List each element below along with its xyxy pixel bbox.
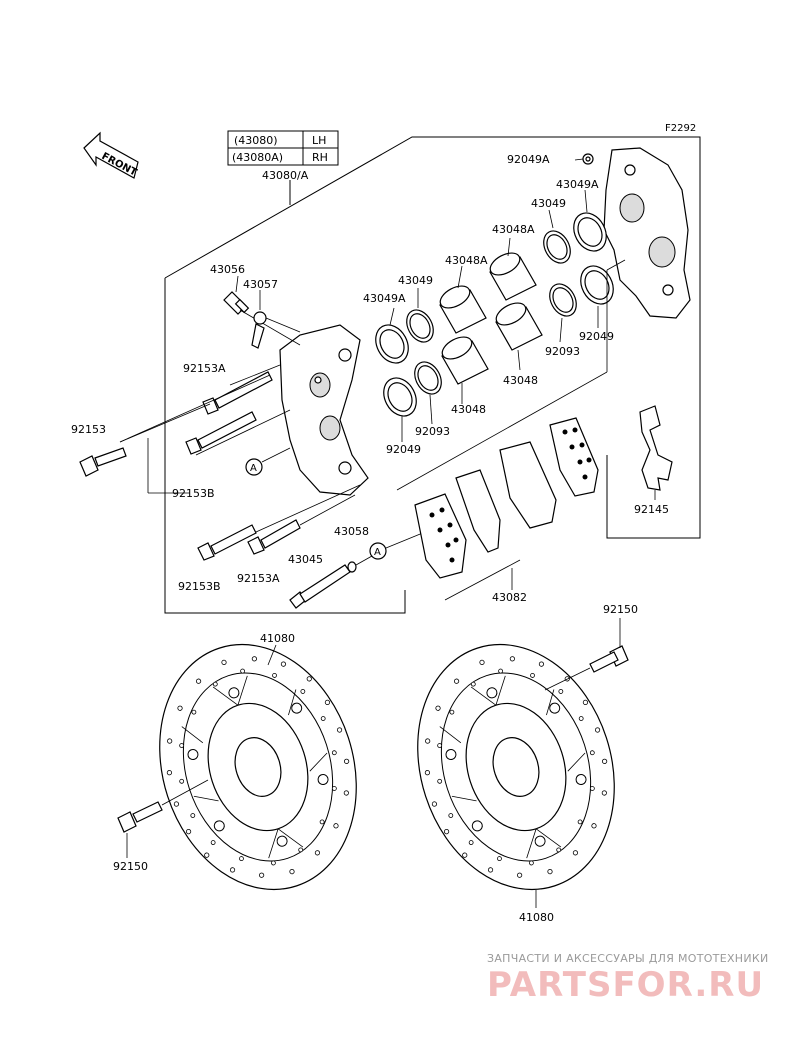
callout-92150-left: 92150 (113, 860, 148, 873)
callout-92049-left: 92049 (386, 443, 421, 456)
watermark-brand-logo: PARTSFOR.RU (487, 965, 765, 1005)
table-part-lh: (43080) (234, 134, 278, 147)
pistons-right-group (489, 252, 543, 351)
bolt-92153a-bot (247, 519, 301, 555)
seal-92049a (582, 153, 594, 165)
brake-disc-right (417, 643, 615, 891)
figure-code: F2292 (665, 123, 696, 134)
watermark-tagline: ЗАПЧАСТИ И АКСЕССУАРЫ ДЛЯ МОТОТЕХНИКИ (487, 952, 769, 965)
callout-92153a-top: 92153A (183, 362, 226, 375)
part-side-table: (43080) LH (43080A) RH (227, 130, 339, 166)
pad-spring (639, 405, 673, 500)
callout-41080-right: 41080 (519, 911, 554, 924)
callout-43082: 43082 (492, 591, 527, 604)
pin-clip (347, 555, 373, 573)
callout-92153: 92153 (71, 423, 106, 436)
seals-left-group (375, 309, 442, 417)
callout-92049a: 92049A (507, 153, 550, 166)
bleed-screw (223, 291, 301, 346)
bolt-92153a-top (202, 371, 273, 415)
brake-pad-set (414, 417, 599, 601)
bolt-92153b-bot (197, 524, 257, 561)
pad-pin (289, 564, 351, 609)
table-part-rh: (43080A) (232, 151, 283, 164)
caliper-body-right (603, 147, 691, 319)
caliper-body-left (279, 324, 369, 496)
callout-92153b-bot: 92153B (178, 580, 221, 593)
callout-43048a-left: 43048A (445, 254, 488, 267)
callout-43045: 43045 (288, 553, 323, 566)
callout-92093-left: 92093 (415, 425, 450, 438)
callout-43058: 43058 (334, 525, 369, 538)
callout-92049-right: 92049 (579, 330, 614, 343)
bolt-92153b-mid (185, 411, 257, 455)
brake-disc-left (159, 643, 357, 891)
callout-43049-left: 43049 (398, 274, 433, 287)
callout-92153b-mid: 92153B (172, 487, 215, 500)
pistons-left-group (439, 285, 489, 385)
callout-92093-right: 92093 (545, 345, 580, 358)
callout-43049a-left: 43049A (363, 292, 406, 305)
front-direction-arrow: FRONT (83, 131, 139, 179)
callout-92145: 92145 (634, 503, 669, 516)
callout-43048a-right: 43048A (492, 223, 535, 236)
reference-a1-label: A (250, 463, 257, 474)
callout-43049-right: 43049 (531, 197, 566, 210)
callout-92153a-bot: 92153A (237, 572, 280, 585)
callout-43049a-right: 43049A (556, 178, 599, 191)
disc-bolt-left (117, 779, 209, 858)
table-side-rh: RH (312, 151, 328, 164)
reference-marker-a1: A (245, 447, 291, 476)
callout-43048-right: 43048 (503, 374, 538, 387)
bolt-92153 (79, 447, 127, 477)
callout-43080-a: 43080/A (262, 169, 309, 182)
disc-bolt-right (544, 618, 629, 691)
callout-43048-left: 43048 (451, 403, 486, 416)
callout-43056: 43056 (210, 263, 245, 276)
table-side-lh: LH (312, 134, 326, 147)
seals-right-group (543, 212, 614, 317)
callout-92150-right: 92150 (603, 603, 638, 616)
caliper-assembly-frame (164, 136, 701, 614)
callout-41080-left: 41080 (260, 632, 295, 645)
callout-43057: 43057 (243, 278, 278, 291)
reference-a2-label: A (374, 547, 381, 558)
bleed-cap (251, 311, 301, 349)
